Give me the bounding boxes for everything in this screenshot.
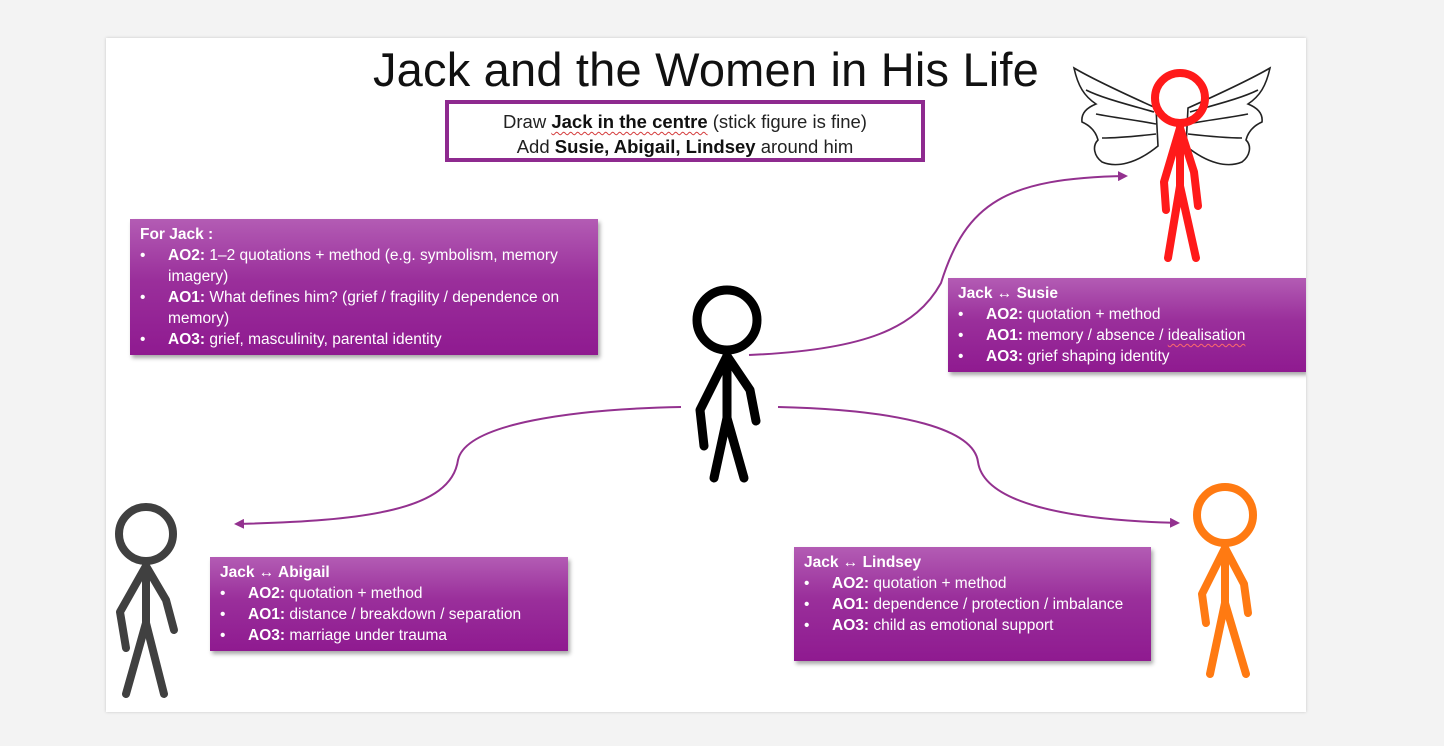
abigail-figure (115, 503, 178, 698)
list-item: AO2: quotation + method (958, 304, 1296, 325)
list-item: AO3: marriage under trauma (220, 625, 558, 646)
list-item: AO3: grief shaping identity (958, 346, 1296, 367)
instruction-line-2: Add Susie, Abigail, Lindsey around him (516, 136, 854, 157)
list-item: AO1: distance / breakdown / separation (220, 604, 558, 625)
list-item: AO1: memory / absence / idealisation (958, 325, 1296, 346)
slide-title: Jack and the Women in His Life (372, 43, 1040, 96)
connector-jack-susie (748, 171, 1128, 356)
list-item: AO1: What defines him? (grief / fragilit… (140, 287, 588, 329)
card-abigail-heading: Jack ↔ Abigail (220, 564, 330, 581)
list-item: AO3: grief, masculinity, parental identi… (140, 329, 588, 350)
list-item: AO2: quotation + method (804, 573, 1141, 594)
card-susie-heading: Jack ↔ Susie (958, 285, 1058, 302)
card-susie: Jack ↔ Susie AO2: quotation + method AO1… (948, 278, 1306, 372)
connector-jack-lindsey (777, 406, 1180, 528)
card-jack-heading: For Jack : (140, 226, 214, 243)
diagram-layer (115, 66, 1272, 698)
instruction-line-1: Draw Jack in the centre (stick figure is… (503, 111, 867, 132)
card-abigail: Jack ↔ Abigail AO2: quotation + method A… (210, 557, 568, 651)
wings-icon (1072, 66, 1272, 166)
instruction-box: Draw Jack in the centre (stick figure is… (445, 100, 925, 162)
list-item: AO3: child as emotional support (804, 615, 1141, 636)
connector-jack-abigail (234, 406, 682, 529)
susie-figure (1151, 69, 1209, 262)
list-item: AO1: dependence / protection / imbalance (804, 594, 1141, 615)
jack-figure (692, 285, 762, 483)
slide-canvas: Jack and the Women in His Life Draw Jack… (106, 38, 1306, 712)
list-item: AO2: quotation + method (220, 583, 558, 604)
card-lindsey-heading: Jack ↔ Lindsey (804, 554, 922, 571)
card-lindsey: Jack ↔ Lindsey AO2: quotation + method A… (794, 547, 1151, 661)
lindsey-figure (1193, 483, 1257, 678)
list-item: AO2: 1–2 quotations + method (e.g. symbo… (140, 245, 588, 287)
card-jack: For Jack : AO2: 1–2 quotations + method … (130, 219, 598, 355)
